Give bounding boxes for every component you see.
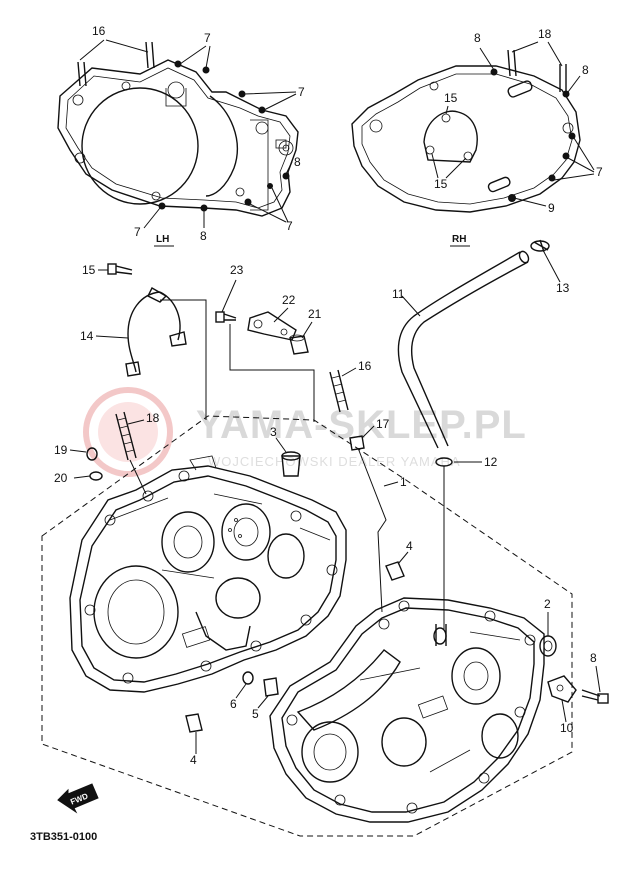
callout-4a: 4 (406, 539, 413, 553)
part-12-clamp: 12 (435, 455, 498, 630)
diagram-code: 3TB351-0100 (30, 831, 97, 843)
callout-4b: 4 (190, 753, 197, 767)
callout-8: 8 (590, 651, 597, 665)
callout-rh-8b: 8 (582, 63, 589, 77)
callout-lh-7c: 7 (134, 225, 141, 239)
callout-rh-7: 7 (596, 165, 603, 179)
callout-lh-8a: 8 (294, 155, 301, 169)
part-2-oil-seal: 2 (539, 597, 557, 657)
right-crankcase-half (269, 597, 545, 823)
callout-5: 5 (252, 707, 259, 721)
callout-rh-8a: 8 (474, 31, 481, 45)
callout-6: 6 (230, 697, 237, 711)
part-19-20: 19 20 (54, 443, 103, 485)
callout-3: 3 (270, 425, 277, 439)
part-3-bushing: 3 (270, 425, 301, 477)
callout-17: 17 (376, 417, 390, 431)
assembly-outline: 1 (41, 415, 573, 837)
part-8-bolt: 8 (581, 651, 609, 704)
lh-crankcase-gasket (57, 41, 299, 217)
part-13-clamp: 13 (530, 239, 570, 295)
callout-rh-15b: 15 (434, 177, 448, 191)
callout-15: 15 (82, 263, 96, 277)
lh-callouts: 16 7 7 8 8 7 7 LH (79, 24, 305, 247)
rh-callouts: 8 18 8 15 15 7 9 RH (431, 27, 603, 247)
part-16-stud: 16 (329, 359, 372, 413)
callout-rh-9: 9 (548, 201, 555, 215)
part-17-nut: 17 (349, 417, 390, 613)
callout-21: 21 (308, 307, 322, 321)
watermark-logo (83, 387, 173, 477)
callout-13: 13 (556, 281, 570, 295)
callout-18: 18 (146, 411, 160, 425)
callout-1: 1 (400, 475, 407, 489)
part-18-stud: 18 (115, 411, 160, 495)
watermark: YAMA-SKLEP.PL WOJCIECHOWSKI DEALER YAMAH… (83, 387, 527, 477)
callout-20: 20 (54, 471, 68, 485)
fwd-arrow-icon: FWD (57, 783, 99, 814)
part-14-bracket: 14 (80, 287, 207, 420)
part-5-collar: 5 (252, 677, 279, 721)
callout-14: 14 (80, 329, 94, 343)
part-15-bolt: 15 (82, 263, 133, 277)
part-11-breather-hose: 11 (392, 250, 530, 449)
callout-19: 19 (54, 443, 68, 457)
callout-rh-18: 18 (538, 27, 552, 41)
callout-11: 11 (392, 287, 405, 301)
part-4-dowel-lower: 4 (185, 713, 203, 767)
left-crankcase-half (69, 455, 347, 693)
callout-22: 22 (282, 293, 296, 307)
callout-lh-7d: 7 (286, 219, 293, 233)
callout-lh-8b: 8 (200, 229, 207, 243)
rh-crankcase-gasket (351, 49, 581, 213)
part-4-dowel-upper: 4 (385, 539, 413, 581)
side-label-rh: RH (452, 234, 466, 245)
side-label-lh: LH (156, 234, 169, 245)
callout-16: 16 (358, 359, 372, 373)
callout-lh-16: 16 (92, 24, 106, 38)
part-6-dowel: 6 (230, 671, 254, 711)
watermark-text: YAMA-SKLEP.PL (196, 403, 527, 447)
callout-23: 23 (230, 263, 244, 277)
callout-lh-7a: 7 (204, 31, 211, 45)
callout-lh-7b: 7 (298, 85, 305, 99)
callout-10: 10 (560, 721, 574, 735)
watermark-subtext: WOJCIECHOWSKI DEALER YAMAHA (208, 454, 461, 469)
callout-2: 2 (544, 597, 551, 611)
callout-12: 12 (484, 455, 498, 469)
part-23-22-21: 23 22 21 (215, 263, 322, 422)
callout-rh-15a: 15 (444, 91, 458, 105)
